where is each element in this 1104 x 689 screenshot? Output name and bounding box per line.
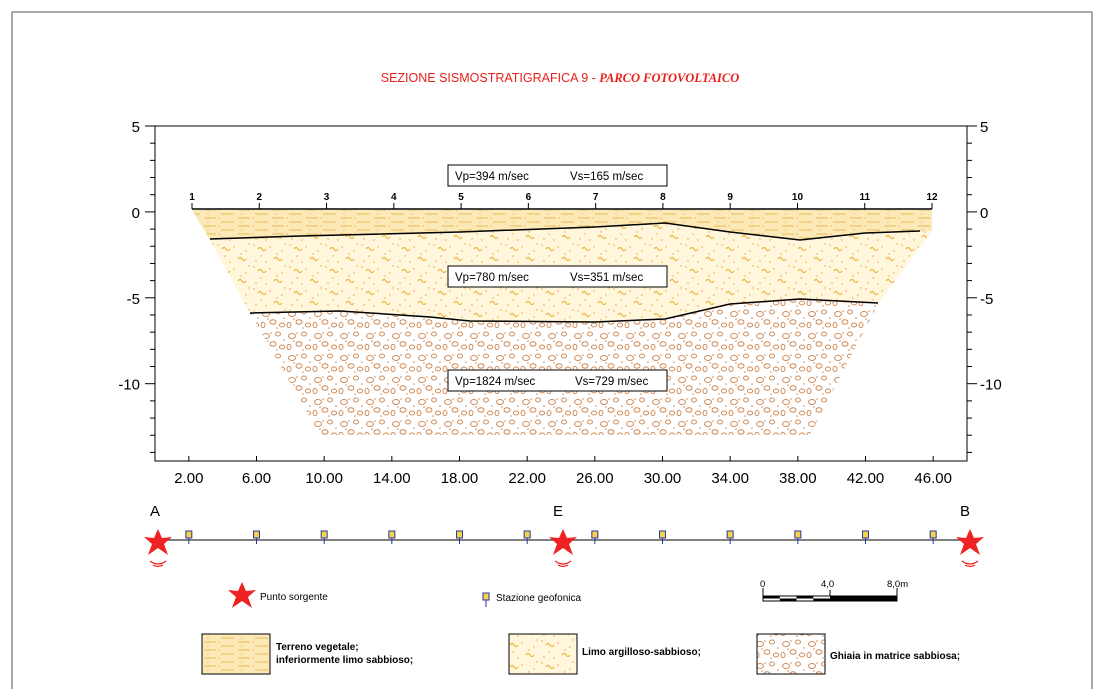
distance-label: 6.00 bbox=[242, 470, 271, 487]
geophone-number: 3 bbox=[324, 192, 330, 203]
distance-label: 46.00 bbox=[914, 470, 952, 487]
geophone-number: 6 bbox=[526, 192, 532, 203]
distance-label: 10.00 bbox=[305, 470, 343, 487]
point-b-label: B bbox=[960, 503, 970, 520]
point-a-label: A bbox=[150, 503, 160, 520]
velocity-box-layer-2: Vp=780 m/sec Vs=351 m/sec bbox=[447, 265, 668, 288]
source-star-b-icon bbox=[956, 529, 984, 568]
scale-bar bbox=[762, 588, 898, 602]
distance-label: 26.00 bbox=[576, 470, 614, 487]
geophone-icon bbox=[456, 530, 463, 539]
depth-label-right: 5 bbox=[980, 119, 988, 136]
layer-terreno-vegetale bbox=[192, 210, 932, 240]
geophone-icon bbox=[523, 530, 531, 539]
velocity-box-layer-3: Vp=1824 m/sec Vs=729 m/sec bbox=[447, 369, 668, 392]
geophone-number: 2 bbox=[256, 192, 262, 203]
geophone-number: 10 bbox=[792, 192, 804, 203]
distance-label: 38.00 bbox=[779, 470, 817, 487]
distance-label: 30.00 bbox=[644, 470, 682, 487]
geophone-icon bbox=[253, 530, 260, 539]
depth-label-right: -5 bbox=[980, 291, 993, 308]
distance-label: 34.00 bbox=[711, 470, 749, 487]
depth-label-left: 5 bbox=[132, 119, 140, 136]
layer-1-vs: Vs=165 m/sec bbox=[570, 171, 643, 183]
layer-ghiaia bbox=[250, 300, 878, 435]
velocity-box-layer-1: Vp=394 m/sec Vs=165 m/sec bbox=[447, 164, 668, 187]
point-e-label: E bbox=[553, 503, 563, 520]
geophone-number: 8 bbox=[660, 192, 666, 203]
geophone-icon bbox=[659, 530, 666, 539]
legend-geophone-label: Stazione geofonica bbox=[496, 593, 582, 604]
geophone-number: 5 bbox=[458, 192, 464, 203]
distance-label: 14.00 bbox=[373, 470, 411, 487]
layer-2-vs: Vs=351 m/sec bbox=[570, 272, 643, 284]
layer-3-vp: Vp=1824 m/sec bbox=[455, 376, 535, 388]
legend-terreno-line2: inferiormente limo sabbioso; bbox=[276, 655, 413, 666]
page-border bbox=[11, 11, 1093, 689]
geophone-number: 9 bbox=[727, 192, 733, 203]
layer-3-vs: Vs=729 m/sec bbox=[575, 376, 648, 388]
source-star-a-icon bbox=[144, 529, 172, 568]
legend-limo-label: Limo argilloso-sabbioso; bbox=[582, 647, 701, 658]
depth-axis-right: 5 0 -5 -10 bbox=[966, 119, 1002, 461]
legend-source-label: Punto sorgente bbox=[260, 592, 328, 603]
geophone-number: 12 bbox=[926, 192, 938, 203]
survey-geophones bbox=[185, 530, 937, 544]
geophone-icon bbox=[320, 530, 328, 539]
legend-geophone-icon bbox=[482, 592, 490, 607]
geophone-icon bbox=[185, 530, 193, 539]
geophone-number: 1 bbox=[189, 192, 195, 203]
scale-label-4: 4,0 bbox=[821, 579, 834, 590]
interface-2 bbox=[249, 298, 879, 323]
source-star-e-icon bbox=[549, 529, 577, 568]
depth-axis-left: 5 0 -5 -10 bbox=[118, 119, 156, 461]
layer-2-vp: Vp=780 m/sec bbox=[455, 272, 529, 284]
distance-axis: 2.00 6.00 10.00 14.00 18.00 22.00 26.00 30.00 34… bbox=[174, 456, 952, 487]
legend-limo-swatch bbox=[508, 633, 578, 675]
geophone-icon bbox=[726, 530, 734, 539]
geophone-icon bbox=[388, 530, 396, 539]
scale-label-8: 8,0m bbox=[887, 579, 908, 590]
distance-label: 18.00 bbox=[441, 470, 479, 487]
geophone-icon bbox=[591, 530, 599, 539]
geophone-number: 11 bbox=[859, 192, 870, 203]
distance-label: 2.00 bbox=[174, 470, 203, 487]
geophone-icon bbox=[862, 530, 869, 539]
depth-label-left: 0 bbox=[132, 205, 140, 222]
legend-source-icon bbox=[228, 582, 256, 608]
distance-label: 22.00 bbox=[508, 470, 546, 487]
title-italic: PARCO FOTOVOLTAICO bbox=[599, 71, 739, 85]
depth-label-right: -10 bbox=[980, 377, 1002, 394]
legend-ghiaia-swatch bbox=[756, 633, 826, 675]
title-main: SEZIONE SISMOSTRATIGRAFICA 9 - bbox=[381, 71, 600, 85]
legend-terreno-line1: Terreno vegetale; bbox=[276, 642, 359, 653]
layer-1-vp: Vp=394 m/sec bbox=[455, 171, 529, 183]
geophone-number: 7 bbox=[593, 192, 599, 203]
interface-1 bbox=[209, 222, 921, 241]
depth-label-left: -10 bbox=[118, 377, 140, 394]
scale-label-0: 0 bbox=[760, 579, 765, 590]
geophone-icon bbox=[794, 530, 802, 539]
depth-label-left: -5 bbox=[127, 291, 140, 308]
distance-label: 42.00 bbox=[847, 470, 885, 487]
depth-label-right: 0 bbox=[980, 205, 988, 222]
legend-ghiaia-label: Ghiaia in matrice sabbiosa; bbox=[830, 651, 960, 662]
geophone-number: 4 bbox=[391, 192, 397, 203]
geophone-icon bbox=[929, 530, 937, 539]
legend-terreno-swatch bbox=[201, 633, 271, 675]
section-title: SEZIONE SISMOSTRATIGRAFICA 9 - PARCO FOT… bbox=[381, 71, 740, 85]
